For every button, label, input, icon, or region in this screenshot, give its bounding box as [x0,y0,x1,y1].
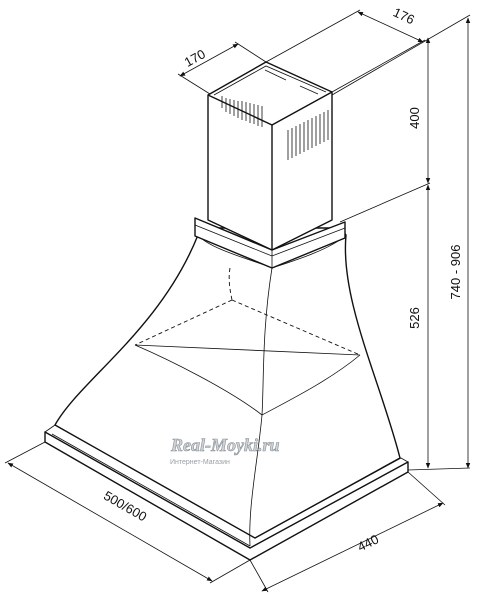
dim-chimney-depth: 176 [391,5,417,28]
chimney-vents-right [287,110,329,160]
dim-total-height: 740 - 906 [448,245,463,300]
dim-hood-height: 526 [407,307,422,329]
dim-chimney-height: 400 [407,107,422,129]
chimney-vents-left [221,96,263,127]
dim-chimney-width: 170 [182,46,208,70]
watermark: Real-Moyki.ru Интернет-Магазин [170,435,280,466]
watermark-tagline: Интернет-Магазин [170,459,230,466]
watermark-logo: Real-Moyki.ru [170,435,280,455]
hood-body [44,227,409,561]
chimney [207,61,333,251]
dimension-lines [4,9,471,593]
